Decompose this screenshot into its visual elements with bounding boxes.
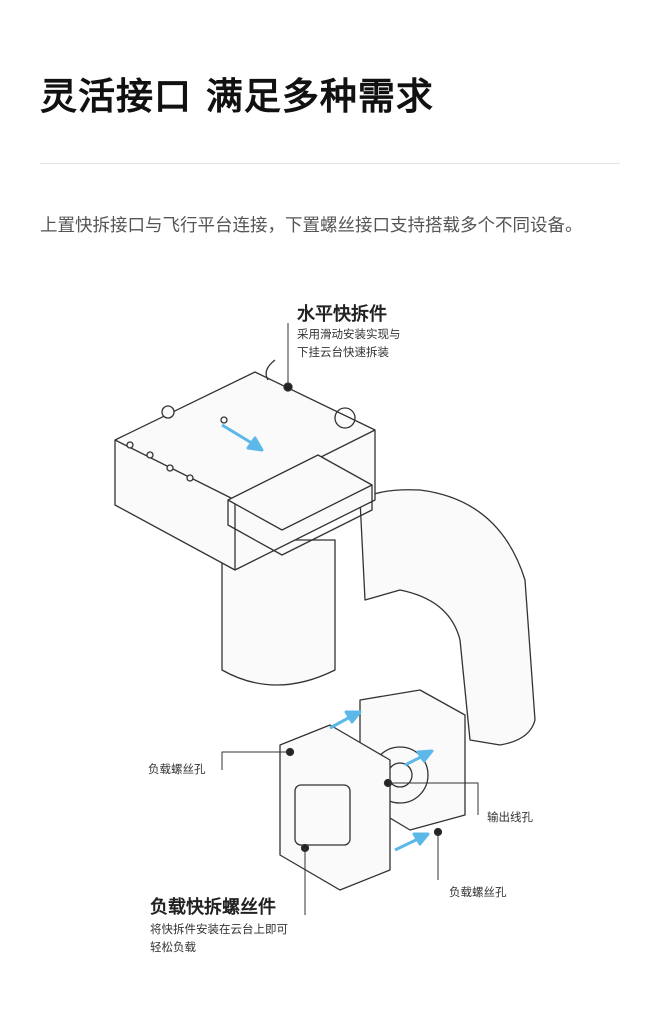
gimbal-motor-cylinder — [221, 539, 336, 686]
top-callout-desc-1: 采用滑动安装实现与 — [297, 327, 401, 341]
lock-ring — [334, 407, 356, 429]
divider — [40, 163, 620, 164]
slider-plate-edge — [227, 485, 373, 556]
top-callout-desc-2: 下挂云台快速拆装 — [297, 345, 389, 359]
left-screw-hole-label: 负载螺丝孔 — [148, 762, 206, 776]
page-title: 灵活接口 满足多种需求 — [40, 75, 434, 118]
payload-connector — [294, 784, 351, 846]
right-screw-hole-label: 负载螺丝孔 — [449, 885, 507, 899]
bottom-callout-desc-1: 将快拆件安装在云台上即可 — [150, 922, 288, 936]
output-cable-hole-label: 输出线孔 — [487, 810, 533, 824]
cable — [265, 359, 276, 381]
leader-lines — [221, 323, 479, 915]
subtitle: 上置快拆接口与飞行平台连接，下置螺丝接口支持搭载多个不同设备。 — [40, 216, 583, 236]
quick-release-plate-top — [114, 371, 376, 571]
bottom-callout-title: 负载快拆螺丝件 — [150, 897, 276, 918]
gimbal-arm — [359, 489, 536, 746]
direction-arrow-icons — [221, 423, 434, 852]
top-callout-title: 水平快拆件 — [297, 304, 387, 325]
plate-holes — [126, 405, 228, 482]
bottom-callout-desc-2: 轻松负载 — [150, 940, 196, 954]
